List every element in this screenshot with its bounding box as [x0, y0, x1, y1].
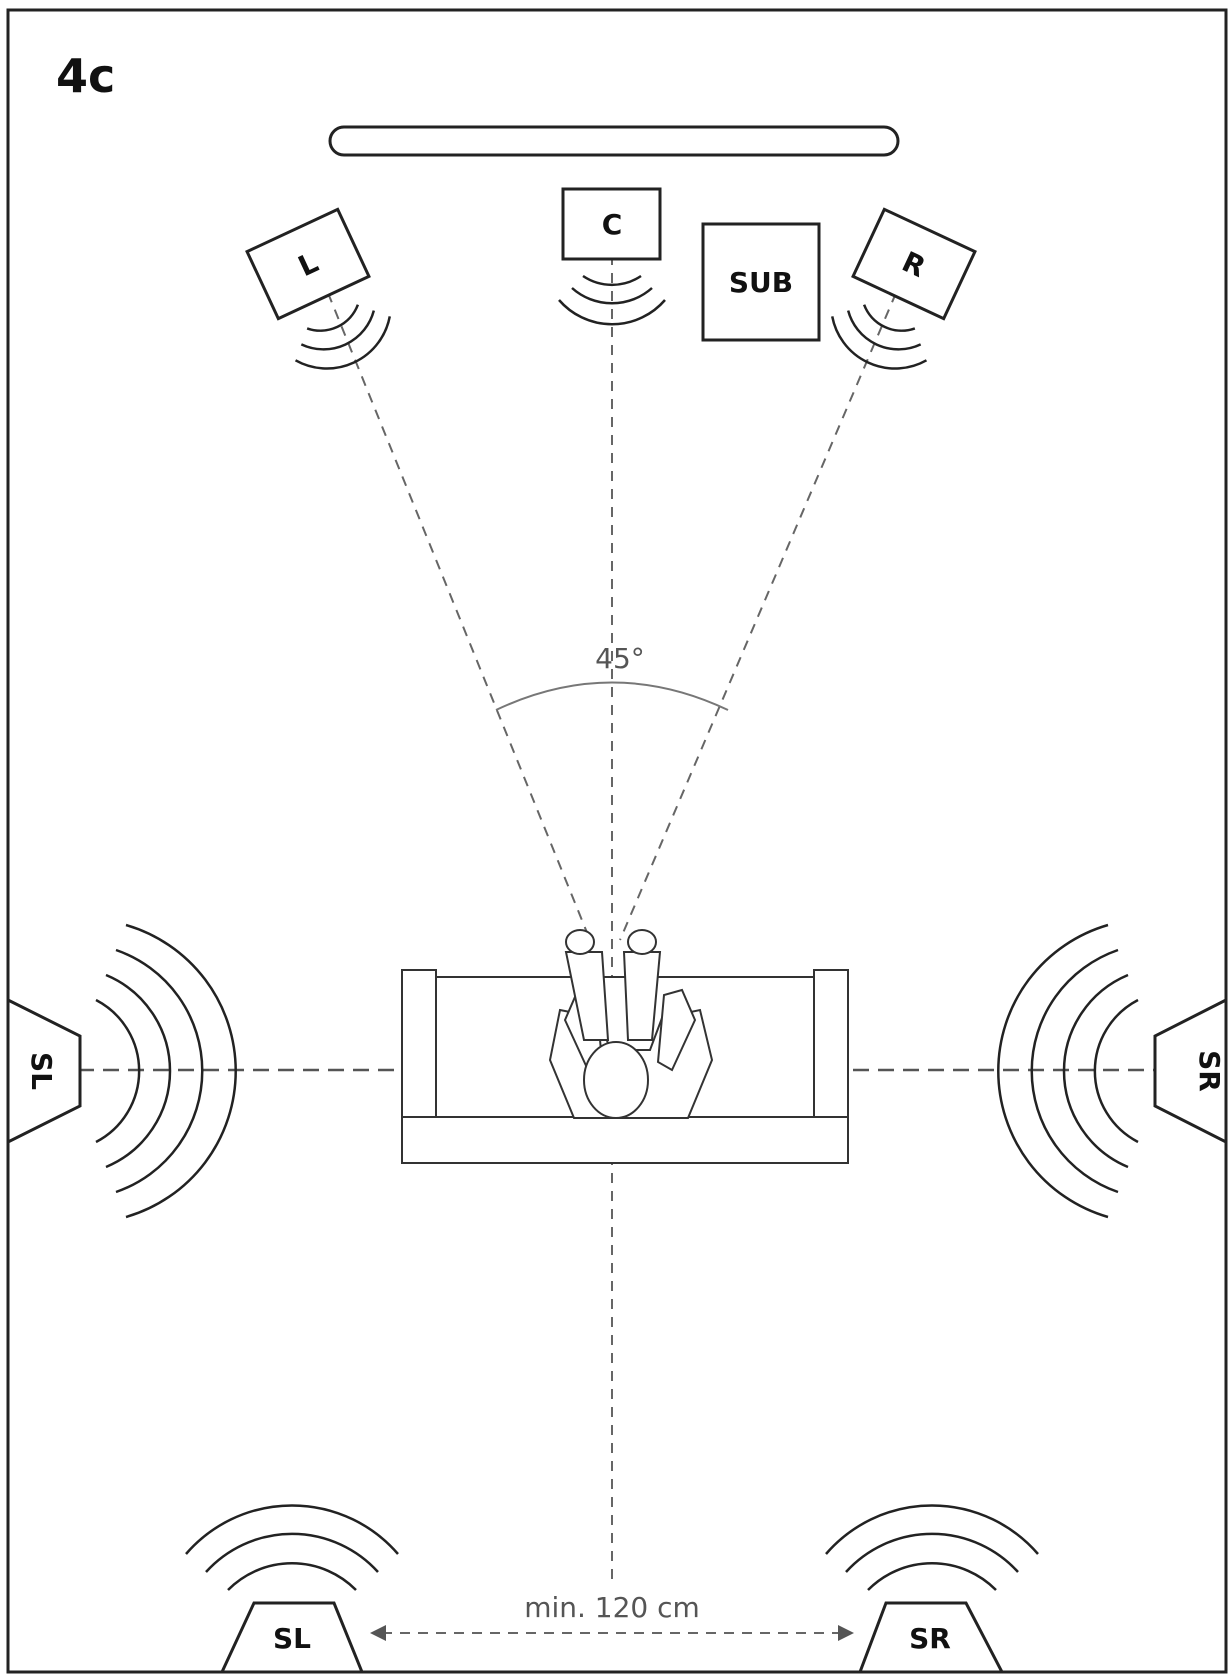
- arrow-left-icon: [370, 1625, 386, 1641]
- center-speaker-box: [561, 187, 662, 261]
- sofa-armrest-left: [401, 969, 437, 1118]
- listener-foot-left: [565, 929, 595, 955]
- subwoofer-label: SUB: [729, 266, 793, 299]
- room-outline: [6, 8, 1228, 1674]
- distance-label: min. 120 cm: [524, 1591, 700, 1624]
- right-speaker-line: [619, 292, 897, 941]
- figure-label: 4c: [56, 49, 115, 103]
- listener-icon: [548, 929, 714, 1119]
- left-speaker-line: [327, 292, 591, 941]
- side-left-speaker-box: [6, 997, 82, 1145]
- listener-foot-right: [627, 929, 657, 955]
- angle-arc: [495, 681, 729, 711]
- center-sound-waves-icon: [558, 274, 666, 326]
- rear-left-speaker-box: [219, 1601, 365, 1674]
- side-left-speaker-label: SL: [25, 1052, 58, 1090]
- listener-head: [583, 1041, 649, 1119]
- right-speaker: R: [830, 207, 977, 370]
- listener-leg-left: [564, 951, 610, 1041]
- side-right-speaker-box: [1153, 997, 1228, 1145]
- rear-left-sound-waves-icon: [185, 1504, 399, 1591]
- right-sound-waves-icon: [830, 304, 928, 370]
- left-speaker-box: [245, 207, 371, 321]
- rear-right-speaker-label: SR: [909, 1622, 951, 1655]
- rear-right-speaker-box: [857, 1601, 1005, 1674]
- right-speaker-box: [851, 207, 977, 321]
- subwoofer-box: [701, 222, 821, 342]
- side-left-speaker: SL: [6, 923, 237, 1219]
- subwoofer: SUB: [701, 222, 821, 342]
- sofa-armrest-right: [813, 969, 849, 1118]
- side-right-speaker: SR: [997, 923, 1228, 1219]
- left-speaker: L: [245, 207, 392, 370]
- distance-arrow: [370, 1625, 854, 1641]
- side-left-sound-waves-icon: [95, 923, 237, 1219]
- rear-right-sound-waves-icon: [825, 1504, 1039, 1591]
- tv-screen: [328, 125, 900, 157]
- center-speaker-label: C: [602, 208, 623, 241]
- listener-arm-right: [656, 988, 697, 1072]
- center-speaker: C: [558, 187, 666, 326]
- rear-left-speaker-label: SL: [273, 1622, 311, 1655]
- sofa-front: [401, 1114, 849, 1164]
- left-sound-waves-icon: [294, 304, 392, 370]
- rear-left-speaker: SL: [185, 1504, 399, 1674]
- side-right-speaker-label: SR: [1193, 1050, 1226, 1092]
- angle-label: 45°: [595, 642, 645, 675]
- arrow-right-icon: [838, 1625, 854, 1641]
- rear-right-speaker: SR: [825, 1504, 1039, 1674]
- side-right-sound-waves-icon: [997, 923, 1139, 1219]
